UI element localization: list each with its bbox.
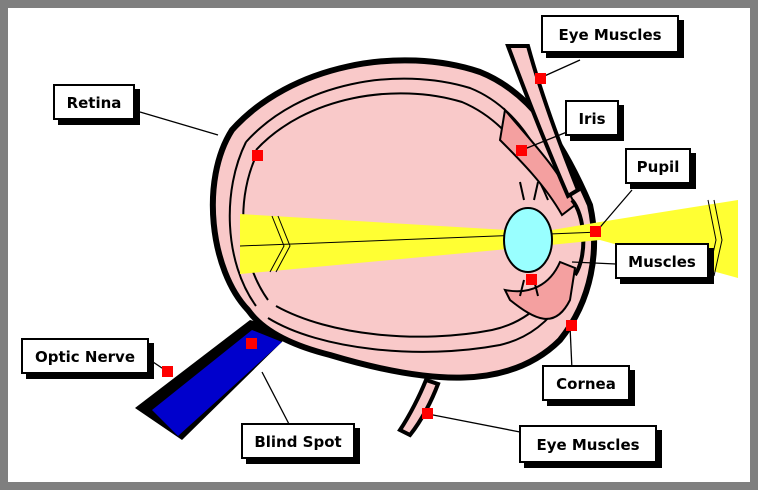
svg-text:Cornea: Cornea <box>556 375 616 393</box>
marker-eye-muscles-top <box>535 73 546 84</box>
marker-cornea <box>566 320 577 331</box>
label-cornea: Cornea <box>543 366 635 406</box>
svg-text:Eye Muscles: Eye Muscles <box>536 436 639 454</box>
label-iris: Iris <box>566 101 624 141</box>
svg-text:Pupil: Pupil <box>637 158 680 176</box>
marker-retina <box>252 150 263 161</box>
label-retina: Retina <box>54 85 140 125</box>
marker-pupil <box>590 226 601 237</box>
marker-blind-spot <box>246 338 257 349</box>
svg-text:Retina: Retina <box>67 94 122 112</box>
label-optic-nerve: Optic Nerve <box>22 339 154 379</box>
svg-text:Optic Nerve: Optic Nerve <box>35 348 135 366</box>
label-eye-muscles-top: Eye Muscles <box>542 16 684 58</box>
marker-eye-muscles-bottom <box>422 408 433 419</box>
svg-text:Blind Spot: Blind Spot <box>254 433 341 451</box>
marker-iris <box>516 145 527 156</box>
marker-optic-nerve <box>162 366 173 377</box>
bottom-eye-muscle <box>400 380 438 435</box>
svg-text:Iris: Iris <box>578 110 605 128</box>
label-blind-spot: Blind Spot <box>242 424 360 464</box>
svg-text:Eye Muscles: Eye Muscles <box>558 26 661 44</box>
svg-text:Muscles: Muscles <box>628 253 696 271</box>
optic-nerve <box>135 320 292 440</box>
label-pupil: Pupil <box>626 149 696 189</box>
label-muscles: Muscles <box>616 244 714 284</box>
label-eye-muscles-bottom: Eye Muscles <box>520 426 662 468</box>
marker-muscles <box>526 274 537 285</box>
